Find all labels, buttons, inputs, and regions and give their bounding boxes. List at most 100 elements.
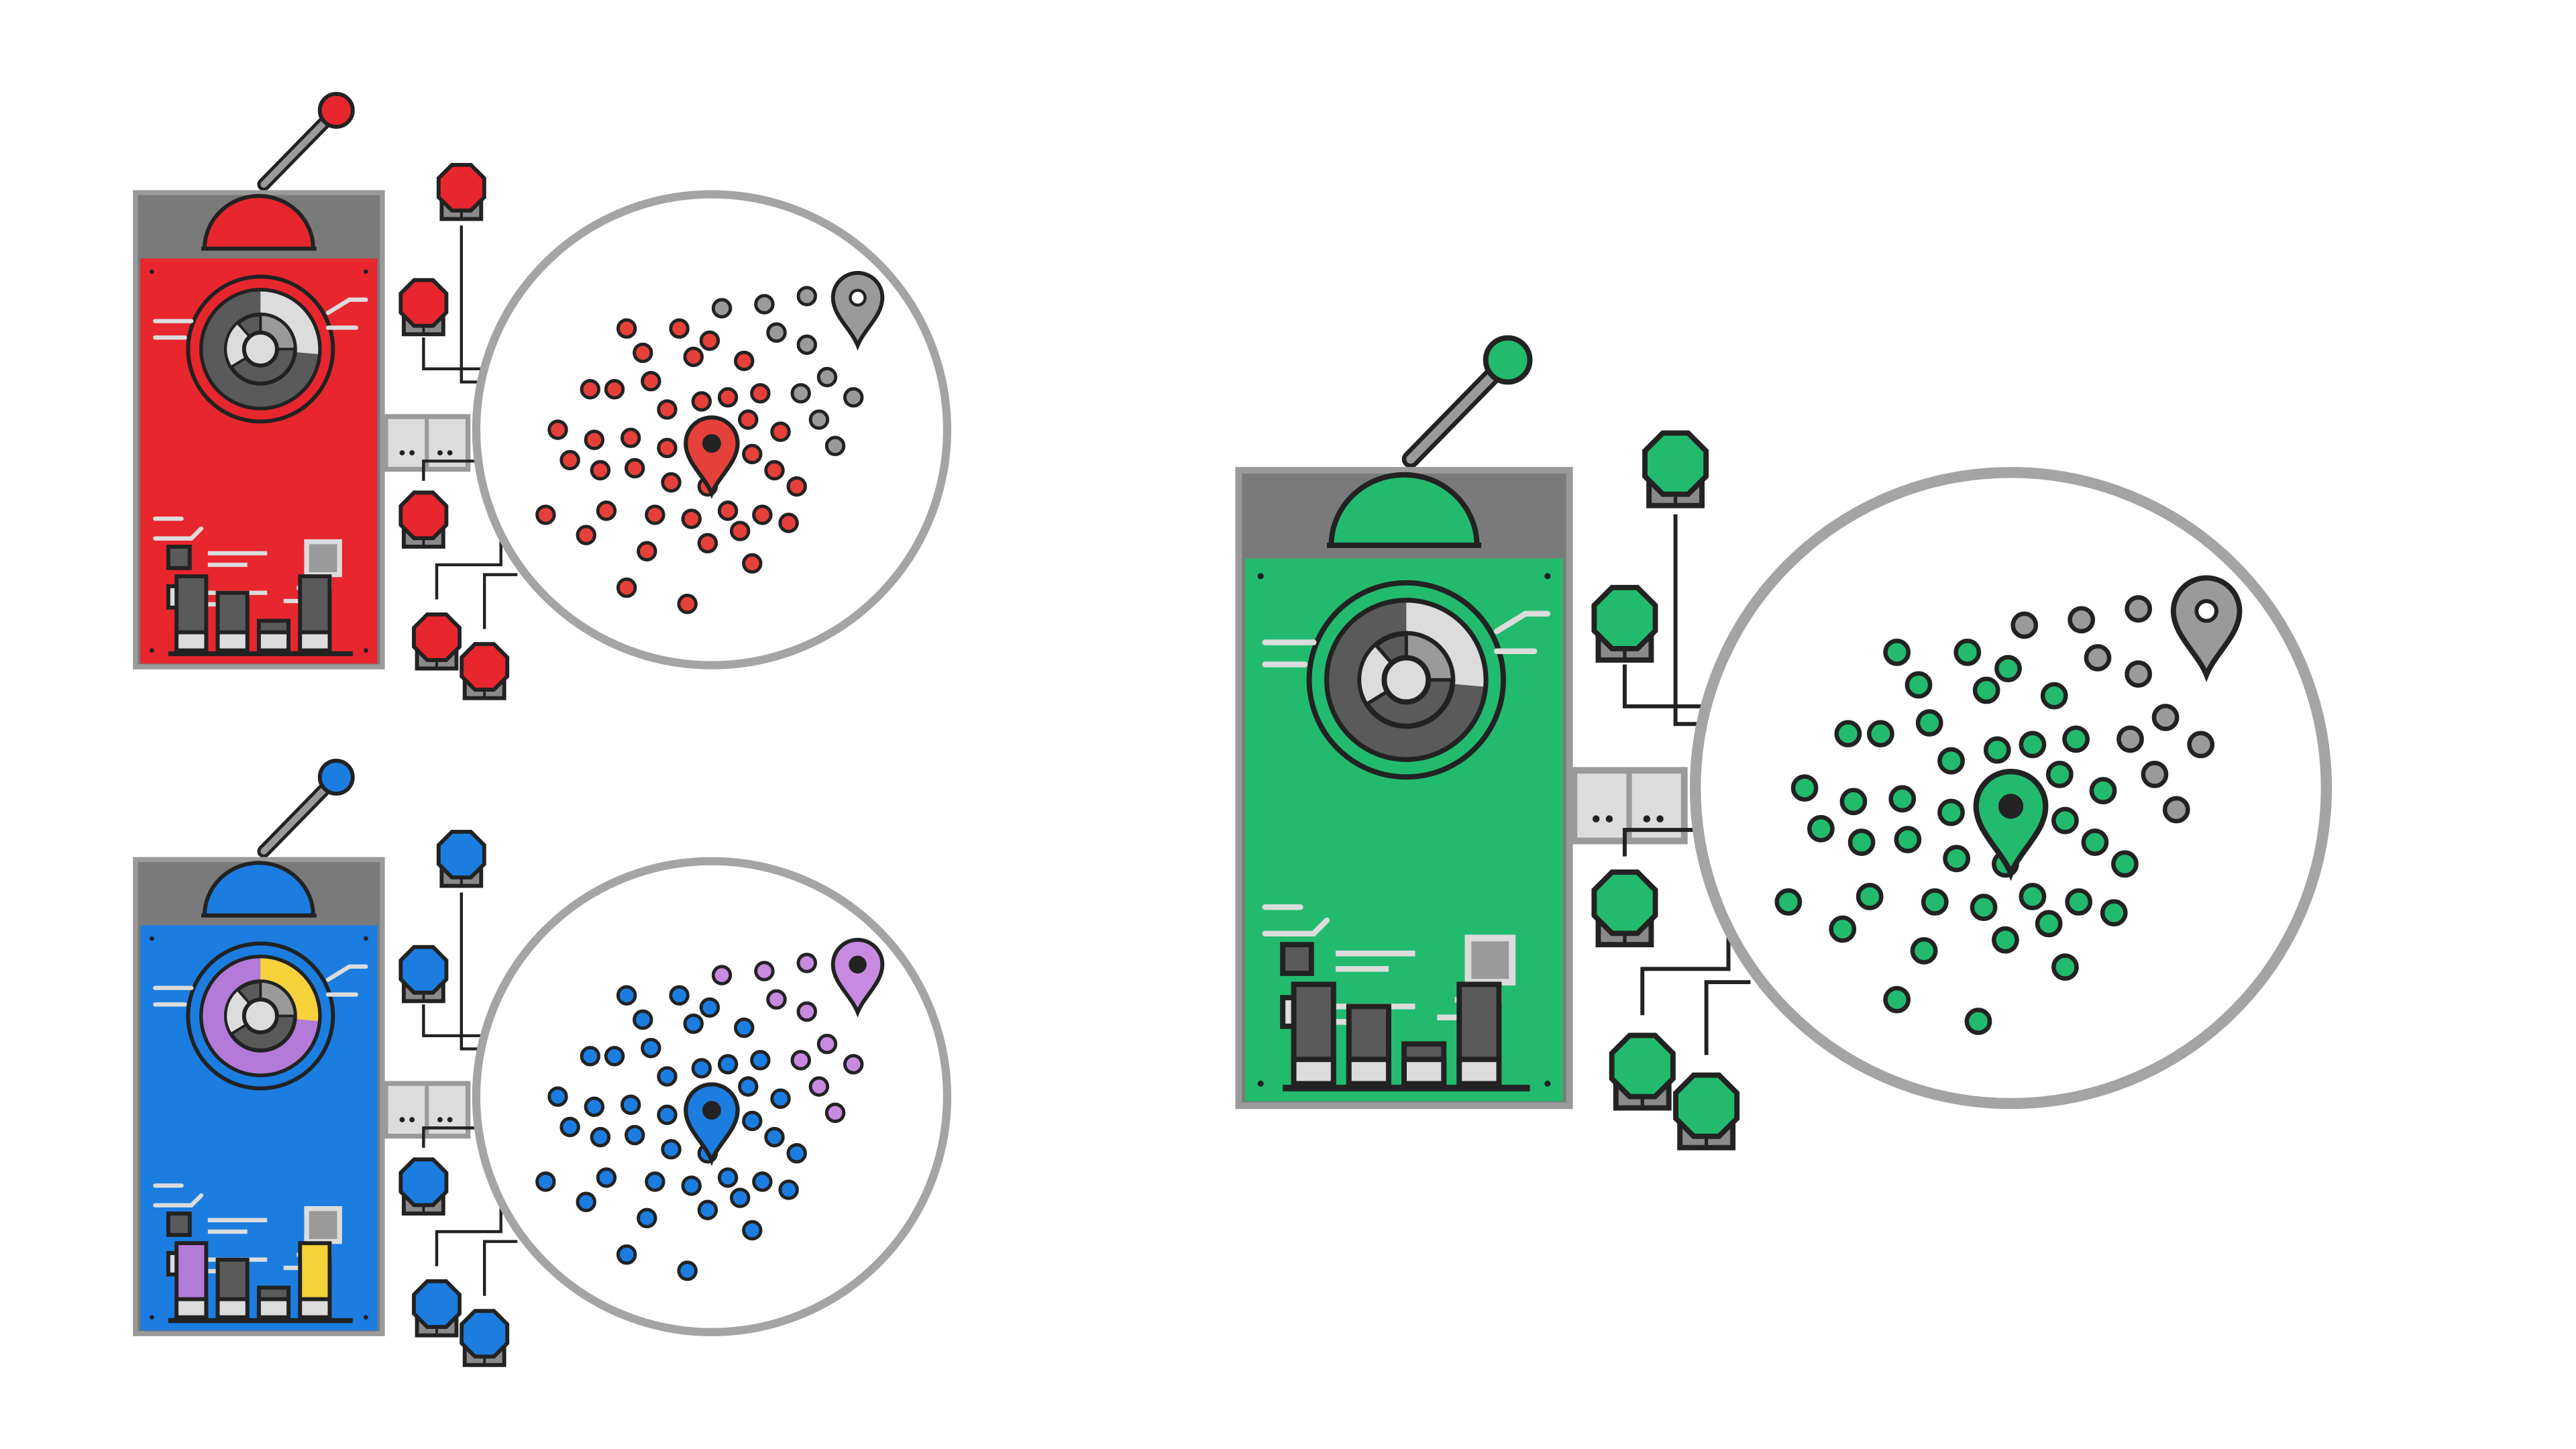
scatter-dot-19 (559, 449, 580, 471)
bar-base-2 (1401, 1057, 1447, 1087)
scatter-alt-dot-6 (808, 1076, 830, 1097)
scatter-dot-1 (669, 318, 690, 339)
secondary-map-pin-icon-dot (849, 955, 867, 974)
scatter-alt-dot-7 (824, 435, 846, 457)
node-octagon-2 (398, 490, 449, 541)
secondary-map-pin-icon-dot (849, 288, 867, 307)
scatter-dot-31 (2019, 883, 2047, 910)
connector-pin-1 (409, 450, 415, 455)
scatter-dot-18 (770, 421, 791, 442)
scatter-dot-11 (717, 387, 739, 408)
scatter-alt-dot-4 (816, 1034, 838, 1055)
panel-screw-2 (1257, 1080, 1264, 1087)
lever-knob (1483, 335, 1533, 385)
scatter-dot-1 (669, 985, 690, 1006)
scatter-dot-30 (681, 1175, 702, 1196)
scatter-dot-27 (535, 1171, 556, 1192)
scatter-dot-33 (778, 513, 799, 533)
secondary-map-pin-icon (830, 271, 885, 351)
connector-pin-1 (409, 1117, 415, 1123)
device-green (1235, 335, 2332, 1150)
scatter-alt-dot-5 (843, 387, 864, 408)
connector-pin-3 (447, 450, 453, 455)
scatter-dot-15 (620, 427, 641, 448)
bar-base-3 (1456, 1057, 1502, 1087)
scatter-dot-8 (1915, 709, 1943, 737)
panel-screw-3 (364, 1315, 368, 1320)
scatter-alt-dot-2 (766, 322, 787, 343)
scatter-dot-36 (742, 553, 763, 574)
scatter-dot-4 (683, 1013, 704, 1034)
node-octagon-1 (398, 278, 449, 328)
scatter-alt-dot-5 (843, 1054, 864, 1075)
scatter-alt-dot-6 (808, 409, 830, 430)
scatter-dot-34 (1910, 936, 1938, 965)
lever-knob (317, 91, 355, 129)
scatter-dot-12 (750, 1050, 771, 1071)
scatter-alt-dot-3 (796, 1001, 818, 1022)
bar-base-1 (1346, 1057, 1391, 1087)
scatter-dot-30 (1970, 894, 1998, 922)
scatter-dot-25 (2081, 828, 2109, 856)
scatter-alt-dot-1 (796, 286, 818, 307)
lever-dome (202, 861, 315, 918)
scatter-dot-34 (637, 541, 657, 561)
node-octagon-2 (398, 1157, 449, 1208)
scatter-dot-16 (657, 437, 678, 459)
scatter-dot-18 (770, 1088, 791, 1109)
scatter-dot-25 (764, 1126, 785, 1148)
scatter-dot-20 (1847, 828, 1876, 856)
scatter-alt-dot-3 (2125, 660, 2153, 688)
scatter-dot-35 (1992, 926, 2019, 954)
scatter-alt-dot-7 (2162, 796, 2190, 824)
scatter-alt-dot-8 (2116, 725, 2144, 753)
dial-hub (241, 330, 279, 368)
panel-screw-1 (1544, 573, 1551, 580)
scatter-dot-8 (641, 370, 661, 392)
scatter-dot-37 (677, 594, 698, 614)
bar-base-1 (215, 630, 250, 653)
panel-screw-1 (364, 269, 368, 274)
scatter-dot-5 (733, 350, 755, 372)
scatter-dot-33 (2100, 899, 2128, 927)
lever-knob (317, 759, 355, 796)
scatter-dot-20 (590, 1126, 611, 1148)
scatter-dot-10 (1983, 736, 2011, 764)
scatter-dot-39 (2035, 910, 2063, 938)
scatter-dot-29 (1921, 888, 1949, 916)
scatter-dot-15 (1888, 785, 1917, 813)
bar-base-0 (174, 1297, 209, 1320)
primary-map-pin-icon-dot (702, 434, 721, 453)
scatter-dot-27 (1774, 888, 1803, 916)
scatter-alt-dot-7 (824, 1102, 846, 1124)
scatter-dot-29 (645, 1171, 665, 1192)
dial-hub (241, 997, 279, 1034)
circuit-line-5 (153, 526, 204, 541)
scatter-alt-dot-6 (2141, 761, 2169, 788)
scatter-alt-dot-4 (816, 366, 838, 388)
node-octagon-4 (460, 642, 510, 692)
scatter-dot-36 (2051, 953, 2079, 981)
scatter-dot-9 (657, 1066, 678, 1087)
bar-base-0 (174, 630, 209, 653)
lever-dome (202, 194, 315, 251)
node-octagon-3 (412, 612, 462, 662)
scatter-dot-17 (738, 1076, 759, 1097)
connector-pin-1 (1605, 815, 1613, 822)
scatter-dot-11 (717, 1054, 739, 1075)
panel-screw-2 (149, 1315, 154, 1320)
scatter-dot-16 (1937, 798, 1965, 826)
scatter-dot-40 (1829, 915, 1857, 943)
scatter-dot-17 (2045, 761, 2074, 788)
connector-pin-2 (437, 1117, 443, 1123)
scatter-dot-19 (559, 1116, 580, 1138)
primary-map-pin-icon-dot (1998, 794, 2024, 819)
node-octagon-4 (460, 1309, 510, 1359)
scatter-dot-9 (1937, 747, 1965, 775)
node-octagon-1 (398, 945, 449, 995)
scatter-dot-20 (590, 460, 611, 481)
scatter-dot-21 (624, 458, 645, 479)
scatter-dot-3 (633, 1009, 653, 1030)
scatter-alt-dot-1 (2125, 595, 2153, 623)
